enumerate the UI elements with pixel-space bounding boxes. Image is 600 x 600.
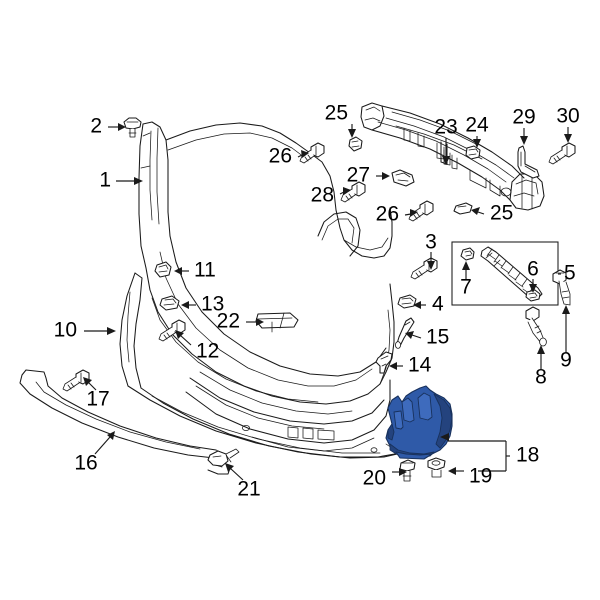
- part-clip-25-upper[interactable]: [348, 136, 363, 152]
- callout-number-22[interactable]: 22: [217, 310, 240, 333]
- callout-number-20[interactable]: 20: [363, 467, 386, 490]
- part-clip-6[interactable]: [525, 289, 541, 302]
- part-reinforcement-beam[interactable]: [360, 102, 545, 211]
- part-bolt-26-lower[interactable]: [408, 200, 434, 222]
- callout-number-3[interactable]: 3: [425, 231, 437, 254]
- callout-number-5[interactable]: 5: [564, 262, 576, 285]
- callout-number-27[interactable]: 27: [347, 164, 370, 187]
- callout-number-2[interactable]: 2: [90, 115, 102, 138]
- callout-number-9[interactable]: 9: [560, 349, 572, 372]
- part-push-pin-clip-20[interactable]: [399, 459, 416, 482]
- callout-number-25[interactable]: 25: [325, 102, 348, 125]
- callout-number-28[interactable]: 28: [311, 184, 334, 207]
- callout-number-16[interactable]: 16: [74, 452, 97, 475]
- part-bracket-29[interactable]: [517, 145, 540, 179]
- part-bracket-27[interactable]: [391, 169, 415, 187]
- callout-number-11[interactable]: 11: [194, 259, 216, 282]
- part-retainer-clip-2[interactable]: [123, 117, 142, 138]
- part-clip-24[interactable]: [465, 145, 481, 160]
- part-bolt-9[interactable]: [552, 269, 571, 306]
- part-bolt-8[interactable]: [525, 306, 547, 347]
- leader-lines: [83, 123, 572, 481]
- part-bolt-28[interactable]: [340, 181, 366, 203]
- callout-number-18[interactable]: 18: [516, 444, 539, 467]
- callout-number-10[interactable]: 10: [54, 319, 77, 342]
- callout-number-8[interactable]: 8: [535, 366, 547, 389]
- callout-number-13[interactable]: 13: [201, 293, 224, 316]
- part-clip-13[interactable]: [159, 295, 180, 311]
- callout-number-17[interactable]: 17: [86, 388, 109, 411]
- callout-number-26b[interactable]: 26: [376, 203, 399, 226]
- callout-number-12[interactable]: 12: [196, 340, 219, 363]
- callout-number-29[interactable]: 29: [512, 106, 535, 129]
- callout-number-21[interactable]: 21: [237, 478, 260, 501]
- part-bolt-30[interactable]: [548, 142, 576, 165]
- part-nut-19[interactable]: [427, 457, 446, 478]
- part-bolt-12[interactable]: [158, 319, 186, 342]
- part-clip-7[interactable]: [460, 247, 475, 261]
- callout-number-1[interactable]: 1: [99, 169, 111, 192]
- callout-number-7[interactable]: 7: [460, 276, 472, 299]
- callout-number-26[interactable]: 26: [269, 145, 292, 168]
- callout-number-4[interactable]: 4: [432, 293, 444, 316]
- callout-number-14[interactable]: 14: [408, 354, 432, 377]
- callout-number-23[interactable]: 23: [434, 116, 457, 139]
- callout-number-15[interactable]: 15: [426, 326, 449, 349]
- part-clip-21[interactable]: [207, 448, 240, 467]
- part-rear-bumper-bracket-18[interactable]: [385, 385, 453, 460]
- part-clip-14[interactable]: [375, 351, 393, 374]
- callout-number-19[interactable]: 19: [469, 465, 492, 488]
- callout-number-24[interactable]: 24: [465, 114, 489, 137]
- part-clip-25-lower[interactable]: [453, 202, 473, 215]
- part-bolt-26-upper[interactable]: [299, 142, 325, 164]
- callout-number-25b[interactable]: 25: [490, 202, 513, 225]
- part-clip-11[interactable]: [154, 261, 172, 278]
- callout-number-6[interactable]: 6: [527, 258, 539, 281]
- part-clip-4[interactable]: [397, 294, 417, 309]
- callout-number-30[interactable]: 30: [556, 105, 579, 128]
